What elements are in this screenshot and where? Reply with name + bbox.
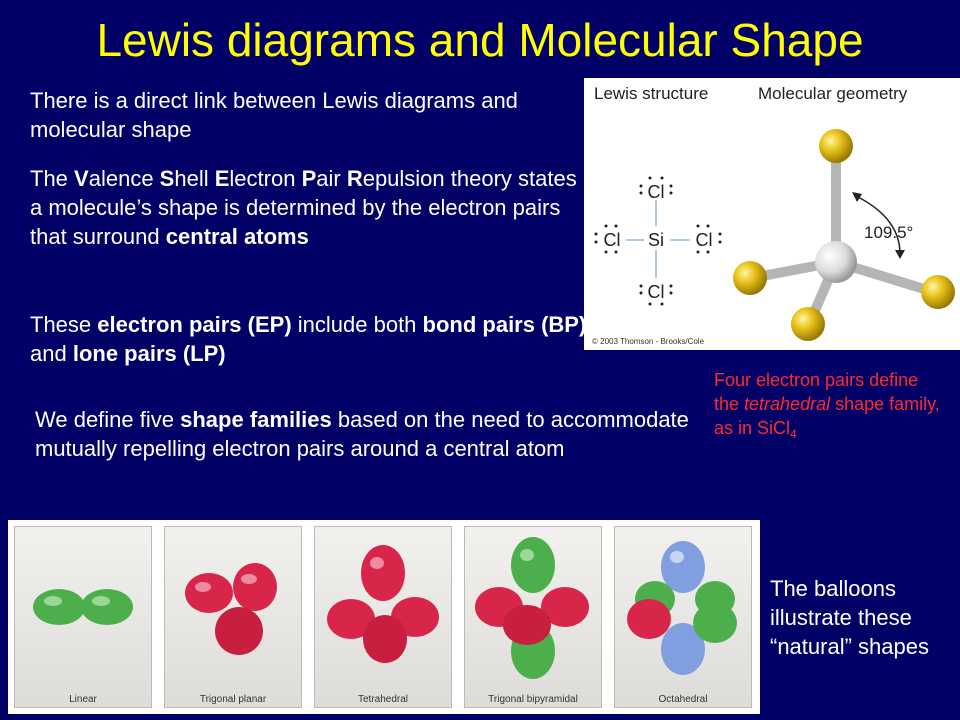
cl-atom-right xyxy=(921,275,955,309)
slide-title: Lewis diagrams and Molecular Shape xyxy=(96,14,864,66)
panel-label-linear: Linear xyxy=(69,694,97,705)
ep-term: electron pairs (EP) xyxy=(97,312,292,337)
figure-copyright: © 2003 Thomson - Brooks/Cole xyxy=(592,337,705,346)
octahedral-balloons xyxy=(627,541,737,675)
vsepr-letter-p: P xyxy=(301,166,317,191)
trigonal-bipyramidal-balloons xyxy=(475,537,589,679)
intro-paragraph: There is a direct link between Lewis dia… xyxy=(30,88,518,142)
panel-label-trigonal-planar: Trigonal planar xyxy=(199,694,267,705)
shape-families-term: shape families xyxy=(180,407,332,432)
ball-and-stick-model: 109.5° xyxy=(733,129,955,341)
panel-label-tetrahedral: Tetrahedral xyxy=(357,694,409,705)
bp-term: bond pairs (BP) xyxy=(422,312,587,337)
vsepr-letter-s: S xyxy=(159,166,175,191)
angle-arc xyxy=(855,195,901,255)
trigonal-planar-balloons xyxy=(185,563,277,655)
lp-term: lone pairs (LP) xyxy=(72,341,226,366)
balloon-panel-tetrahedral: Tetrahedral xyxy=(314,526,452,708)
balloon-panel-trigonal-planar: Trigonal planar xyxy=(164,526,302,708)
lewis-cl-left: Cl xyxy=(604,230,621,250)
lewis-si-label: Si xyxy=(648,230,664,250)
vsepr-letter-e: E xyxy=(214,166,230,191)
molecular-geometry-heading: Molecular geometry xyxy=(758,84,908,103)
cl-atom-top xyxy=(819,129,853,163)
lewis-structure-heading: Lewis structure xyxy=(594,84,709,103)
panel-label-octahedral: Octahedral xyxy=(658,694,708,705)
linear-balloons xyxy=(33,589,133,625)
cl-atom-bottom xyxy=(791,307,825,341)
si-atom xyxy=(815,241,857,283)
lewis-structure: Si Cl Cl Cl Cl xyxy=(594,176,722,306)
balloon-panel-octahedral: Octahedral xyxy=(614,526,752,708)
vsepr-letter-v: V xyxy=(74,166,89,191)
families-paragraph: We define five shape families based on t… xyxy=(35,407,689,461)
balloon-models-strip: Linear Trigonal planar Tetrahedral xyxy=(8,520,760,714)
balloon-panel-trigonal-bipyramidal: Trigonal bipyramidal xyxy=(464,526,602,708)
sicl4-figure: Lewis structure Molecular geometry Si Cl… xyxy=(584,78,960,350)
balloons-note: The balloons illustrate these “natural” … xyxy=(770,576,929,659)
vsepr-letter-r: R xyxy=(346,166,363,191)
vsepr-paragraph: The Valence Shell Electron Pair Repulsio… xyxy=(30,166,577,249)
balloon-panel-linear: Linear xyxy=(14,526,152,708)
lewis-cl-top: Cl xyxy=(648,182,665,202)
tetrahedral-balloons xyxy=(327,545,439,663)
sicl4-drawing: Si Cl Cl Cl Cl xyxy=(594,129,955,341)
lewis-cl-right: Cl xyxy=(696,230,713,250)
bond-angle-label: 109.5° xyxy=(864,223,913,242)
vsepr-bold-central-atoms: central atoms xyxy=(165,224,309,249)
pairs-paragraph: These electron pairs (EP) include both b… xyxy=(30,312,587,366)
lone-pair-dots xyxy=(594,176,722,306)
cl-atom-left xyxy=(733,261,767,295)
tetrahedral-note: Four electron pairs define the tetrahedr… xyxy=(714,370,940,441)
panel-label-trigonal-bipyramidal: Trigonal bipyramidal xyxy=(488,694,578,705)
lewis-cl-bottom: Cl xyxy=(648,282,665,302)
